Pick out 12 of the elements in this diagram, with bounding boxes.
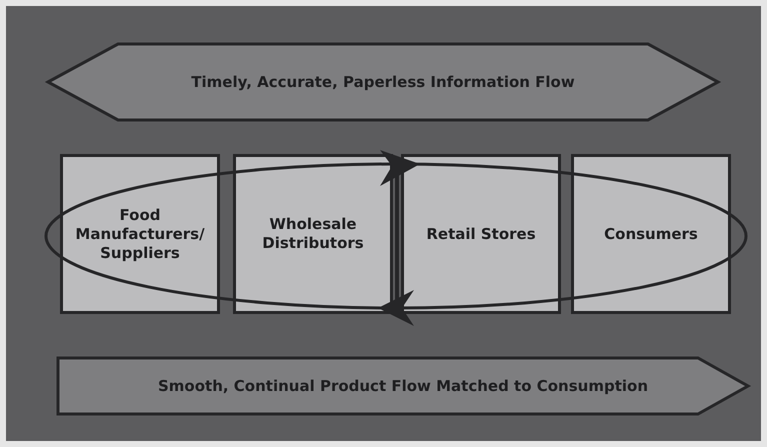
box-label: Retail Stores	[426, 224, 536, 244]
box-label: Food Manufacturers/ Suppliers	[74, 206, 206, 262]
double-arrow-band	[48, 44, 718, 120]
box-label: Consumers	[604, 224, 698, 244]
band-label: Timely, Accurate, Paperless Information Flow	[191, 73, 575, 91]
box-label: Wholesale Distributors	[261, 215, 365, 253]
process-box	[401, 154, 561, 314]
process-box	[60, 154, 220, 314]
band-label: Smooth, Continual Product Flow Matched to Consumption	[158, 377, 648, 395]
process-box	[233, 154, 393, 314]
process-box	[571, 154, 731, 314]
arrow-band	[58, 358, 748, 414]
